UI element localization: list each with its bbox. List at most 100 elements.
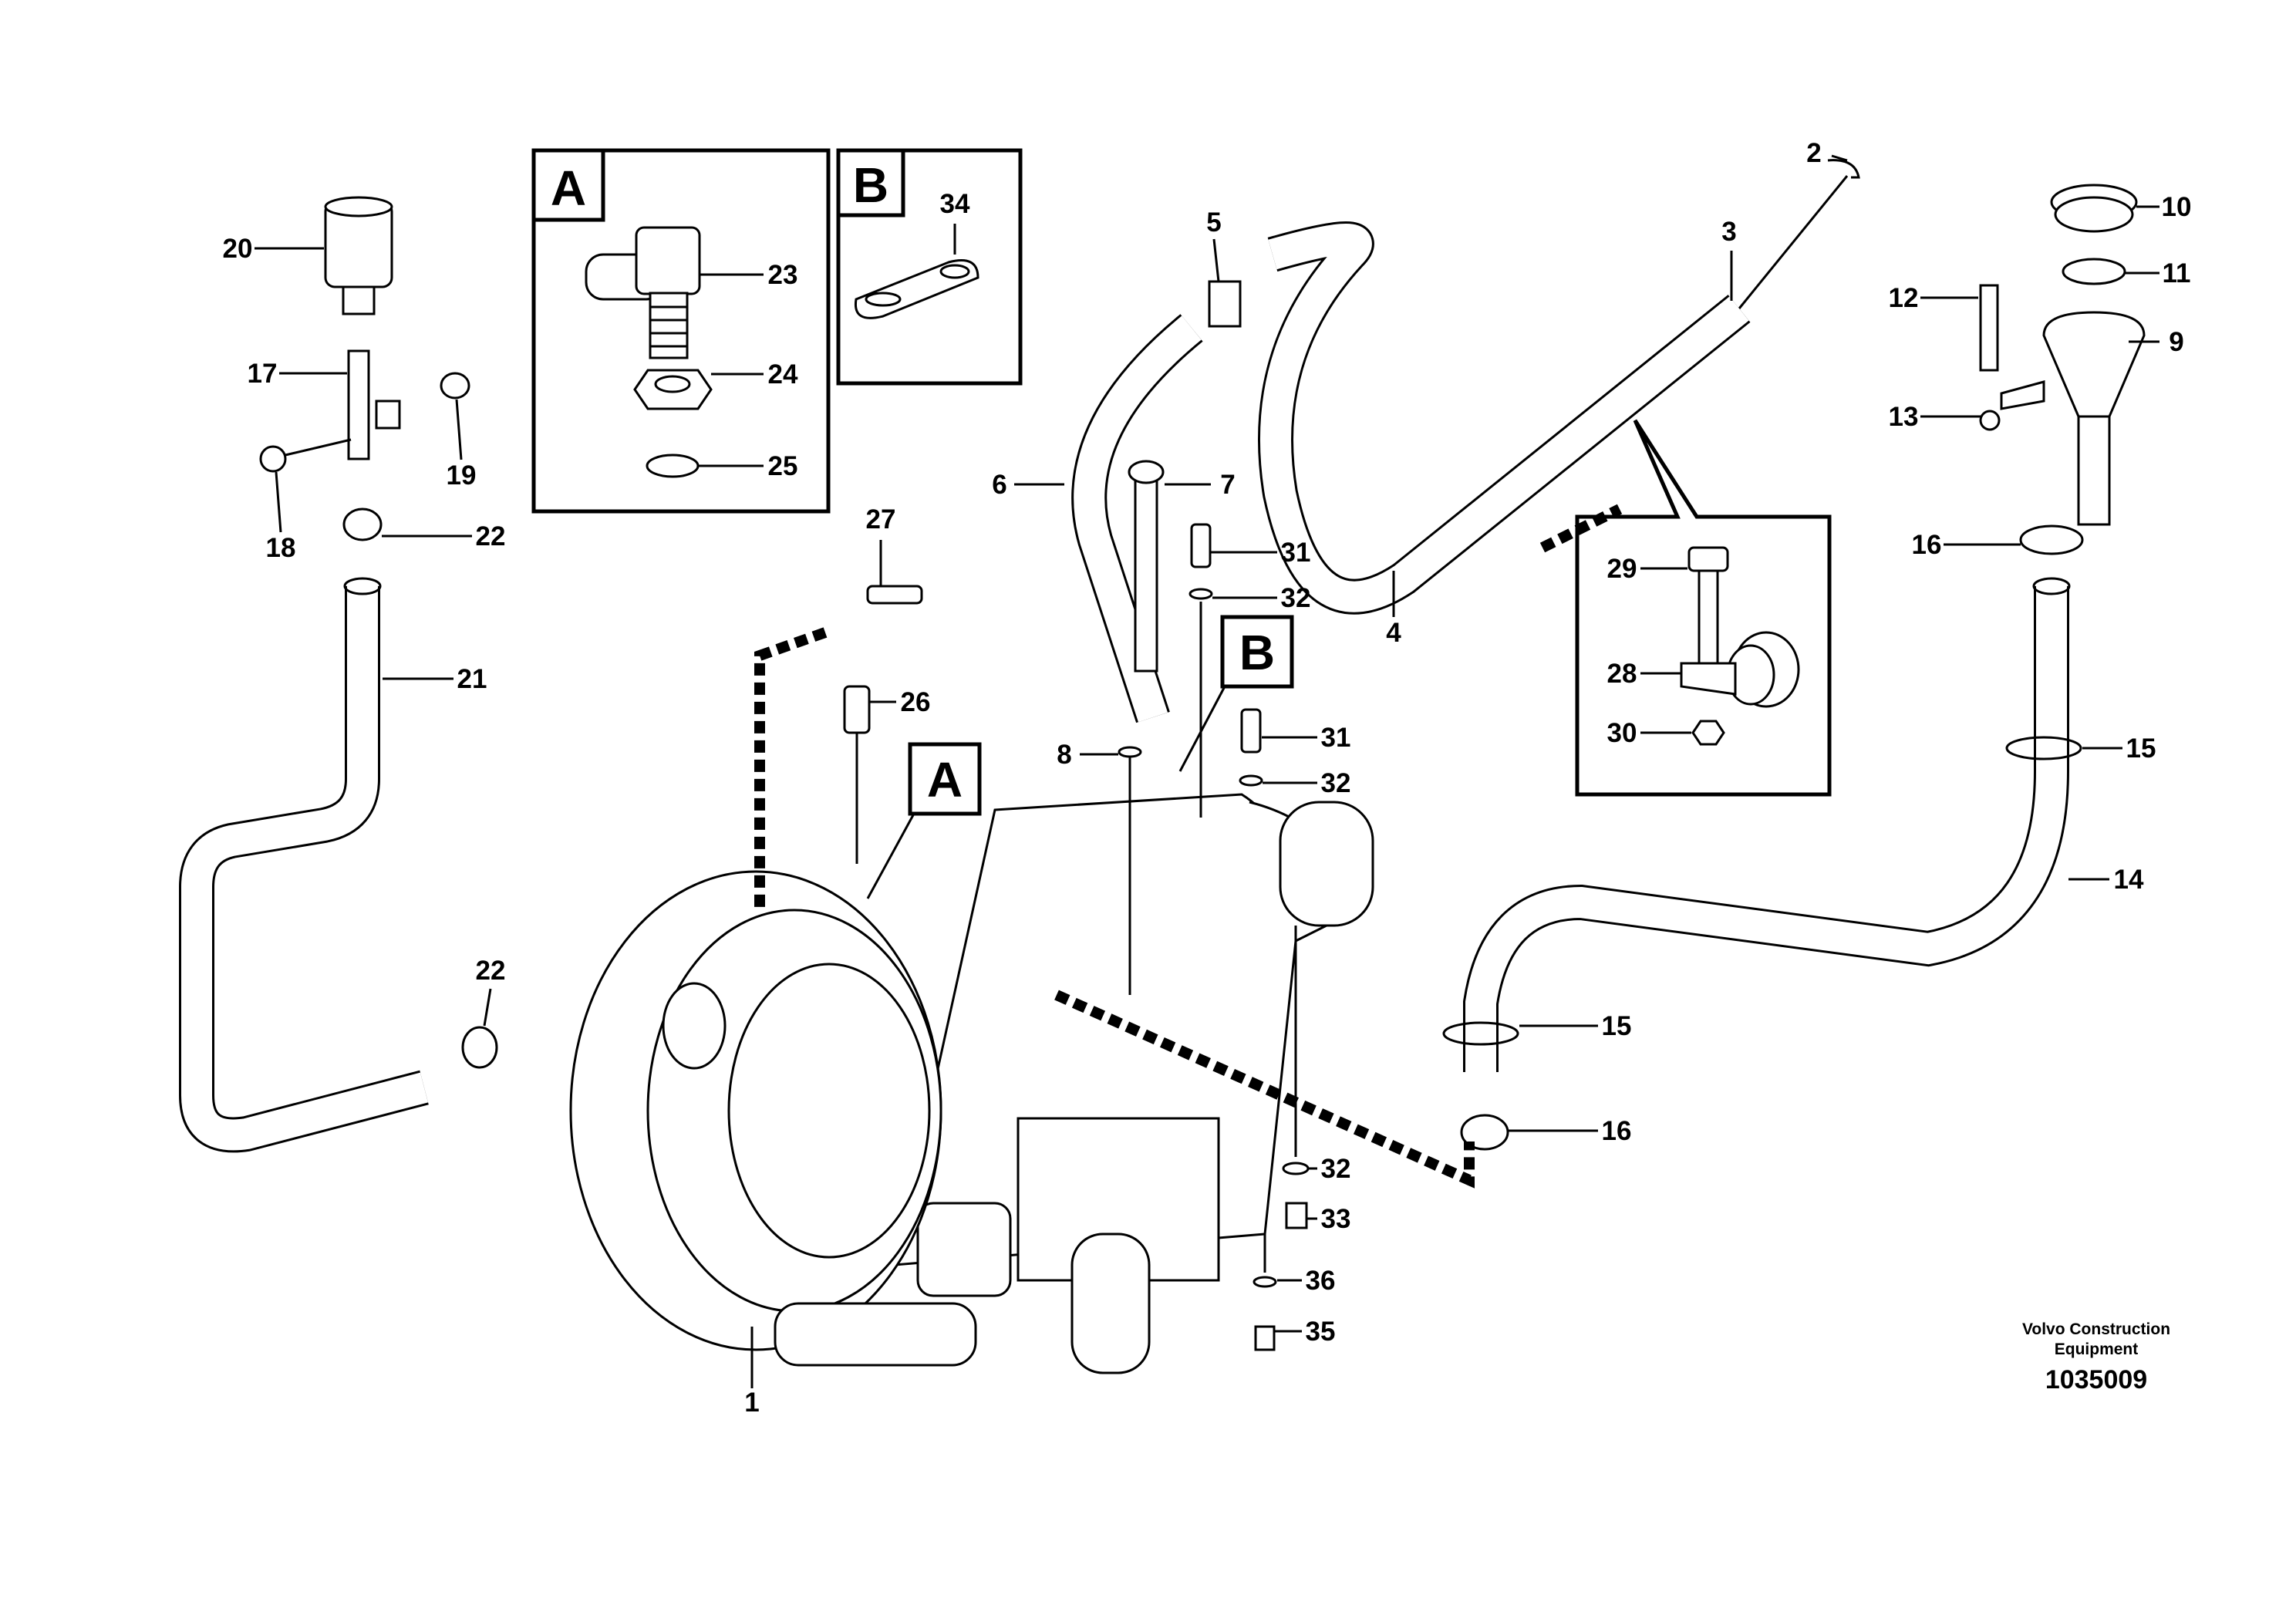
callout-35: 35	[1306, 1317, 1336, 1347]
callout-8: 8	[1057, 740, 1071, 770]
callout-12: 12	[1889, 283, 1919, 313]
breather-assembly	[259, 196, 470, 541]
cable-3	[1738, 175, 1849, 309]
callout-2: 2	[1806, 138, 1821, 168]
credit-line1: Volvo Construction	[2022, 1320, 2170, 1338]
cable-4	[1258, 221, 1751, 615]
plate-34	[854, 259, 979, 319]
bolt-7	[1134, 469, 1158, 673]
callout-20: 20	[223, 234, 253, 264]
callout-22-top: 22	[476, 521, 506, 551]
callout-19: 19	[447, 460, 477, 491]
callout-21: 21	[457, 664, 487, 694]
detail-box-a-letter: A	[551, 160, 586, 216]
callout-31-mid: 31	[1321, 723, 1351, 753]
callout-22-bottom: 22	[476, 956, 506, 986]
clamp-5	[1208, 280, 1242, 328]
callout-33: 33	[1321, 1204, 1351, 1234]
callout-11: 11	[2163, 258, 2191, 288]
tie-15-top	[2005, 736, 2082, 760]
tee-17	[347, 349, 370, 460]
callout-16-top: 16	[1912, 530, 1942, 560]
o-ring-11	[2062, 258, 2126, 285]
plug-33	[1285, 1202, 1308, 1229]
filler-assembly	[1979, 184, 2146, 555]
callout-15-top: 15	[2126, 733, 2156, 764]
detail-box-clamp	[1575, 419, 1832, 797]
transmission-housing-1	[569, 793, 1374, 1374]
callouts: 1 2 3 4 5 6 7 8 9 10 11 12 13 14 15 15 1…	[223, 138, 2192, 1418]
bolt-12	[1979, 284, 1999, 372]
svg-text:B: B	[1239, 625, 1275, 680]
callout-15-bottom: 15	[1602, 1011, 1632, 1041]
clamp-22-bottom	[461, 1026, 498, 1069]
nut-30	[1691, 720, 1725, 746]
credit-line2: Equipment	[2055, 1340, 2139, 1358]
handle-2	[1827, 159, 1860, 179]
callout-27: 27	[866, 504, 896, 534]
sensor-31-top	[1190, 523, 1212, 568]
clamp-16-top	[2019, 524, 2084, 555]
callout-23: 23	[768, 260, 798, 290]
housing-fittings	[843, 460, 1310, 1351]
hose-21	[179, 586, 429, 1153]
callout-25: 25	[768, 451, 798, 481]
callout-31-top: 31	[1281, 538, 1311, 568]
callout-1: 1	[744, 1388, 759, 1418]
dashed-path-27	[754, 627, 828, 910]
bolt-27	[866, 585, 923, 605]
callout-28: 28	[1607, 659, 1637, 689]
washer-32-top	[1188, 588, 1213, 600]
clamp-16-bottom	[1460, 1114, 1509, 1151]
elbow-fitting-23	[585, 226, 701, 359]
callout-10: 10	[2162, 192, 2192, 222]
reference-marker-a: A	[866, 742, 982, 899]
callout-24: 24	[768, 359, 798, 389]
bolt-29	[1687, 546, 1729, 665]
callout-4: 4	[1386, 618, 1401, 648]
callout-13: 13	[1889, 402, 1919, 432]
dashed-path-16	[1054, 990, 1475, 1189]
callout-9: 9	[2169, 327, 2183, 357]
clamp-22-top	[342, 508, 383, 541]
callout-30: 30	[1607, 718, 1637, 748]
washer-32-bottom	[1282, 1162, 1310, 1175]
callout-16-bottom: 16	[1602, 1116, 1632, 1146]
svg-text:A: A	[927, 752, 963, 808]
clamp-28	[1680, 631, 1800, 708]
plug-35	[1254, 1325, 1276, 1351]
callout-32-mid: 32	[1321, 768, 1351, 798]
sensor-31-mid	[1240, 708, 1262, 754]
drawing-number: 1035009	[2045, 1365, 2147, 1394]
reference-marker-b: B	[1178, 615, 1294, 772]
detail-box-b: B	[836, 148, 1023, 386]
callout-3: 3	[1721, 217, 1736, 247]
callout-18: 18	[266, 533, 296, 563]
detail-box-a: A	[531, 148, 831, 514]
o-ring-25	[646, 454, 700, 478]
nut-24	[633, 369, 713, 410]
callout-32-top: 32	[1281, 583, 1311, 613]
washer-36	[1253, 1276, 1277, 1288]
washer-32-mid	[1239, 774, 1263, 787]
callout-6: 6	[992, 470, 1006, 500]
sensor-26	[843, 685, 871, 734]
washer-8	[1118, 746, 1142, 758]
washer-19	[440, 372, 470, 400]
bolt-18	[285, 438, 352, 457]
callout-5: 5	[1206, 207, 1221, 238]
callout-34: 34	[940, 189, 970, 219]
dashed-path-4	[1539, 504, 1623, 553]
callout-17: 17	[248, 359, 278, 389]
callout-7: 7	[1220, 470, 1235, 500]
callout-26: 26	[901, 687, 931, 717]
nut-13	[1979, 410, 2001, 431]
tie-15-bottom	[1442, 1021, 1519, 1046]
filler-tube-9	[2042, 311, 2146, 418]
callout-32-bottom: 32	[1321, 1154, 1351, 1184]
callout-36: 36	[1306, 1266, 1336, 1296]
callout-14: 14	[2114, 865, 2144, 895]
detail-box-b-letter: B	[853, 157, 888, 213]
callout-29: 29	[1607, 554, 1637, 584]
